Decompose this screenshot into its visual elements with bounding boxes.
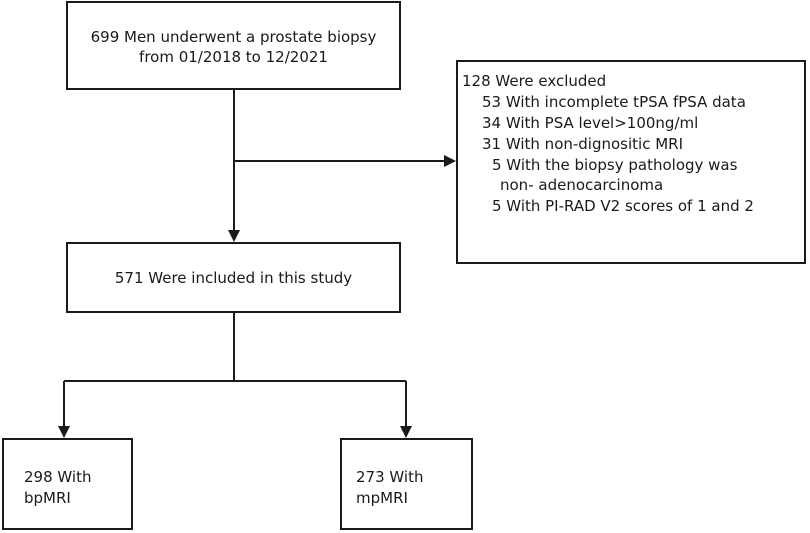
excluded-item-pirads: 5 With PI-RAD V2 scores of 1 and 2 — [492, 197, 754, 215]
bpmri-text-line-1: 298 With — [24, 468, 92, 486]
bpmri-box: 298 With bpMRI — [2, 438, 133, 530]
excluded-item-pathology-cont: non- adenocarcinoma — [500, 176, 664, 194]
excluded-item-psa-level: 34 With PSA level>100ng/ml — [482, 114, 699, 132]
excluded-item-incomplete-data: 53 With incomplete tPSA fPSA data — [482, 93, 746, 111]
excluded-item-non-diagnostic-mri: 31 With non-dignositic MRI — [482, 135, 684, 153]
excluded-title: 128 Were excluded — [462, 72, 607, 90]
mpmri-text-line-1: 273 With — [356, 468, 424, 486]
excluded-item-pathology: 5 With the biopsy pathology was — [492, 156, 738, 174]
included-box: 571 Were included in this study — [66, 242, 401, 313]
mpmri-box: 273 With mpMRI — [340, 438, 473, 530]
excluded-box: 128 Were excluded 53 With incomplete tPS… — [456, 60, 806, 264]
mpmri-text-line-2: mpMRI — [356, 489, 408, 507]
biopsy-text-line-1: 699 Men underwent a prostate biopsy — [90, 28, 377, 46]
bpmri-text-line-2: bpMRI — [24, 489, 71, 507]
biopsy-text-line-2: from 01/2018 to 12/2021 — [139, 48, 328, 66]
included-text: 571 Were included in this study — [114, 269, 353, 287]
biopsy-box: 699 Men underwent a prostate biopsy from… — [66, 1, 401, 90]
